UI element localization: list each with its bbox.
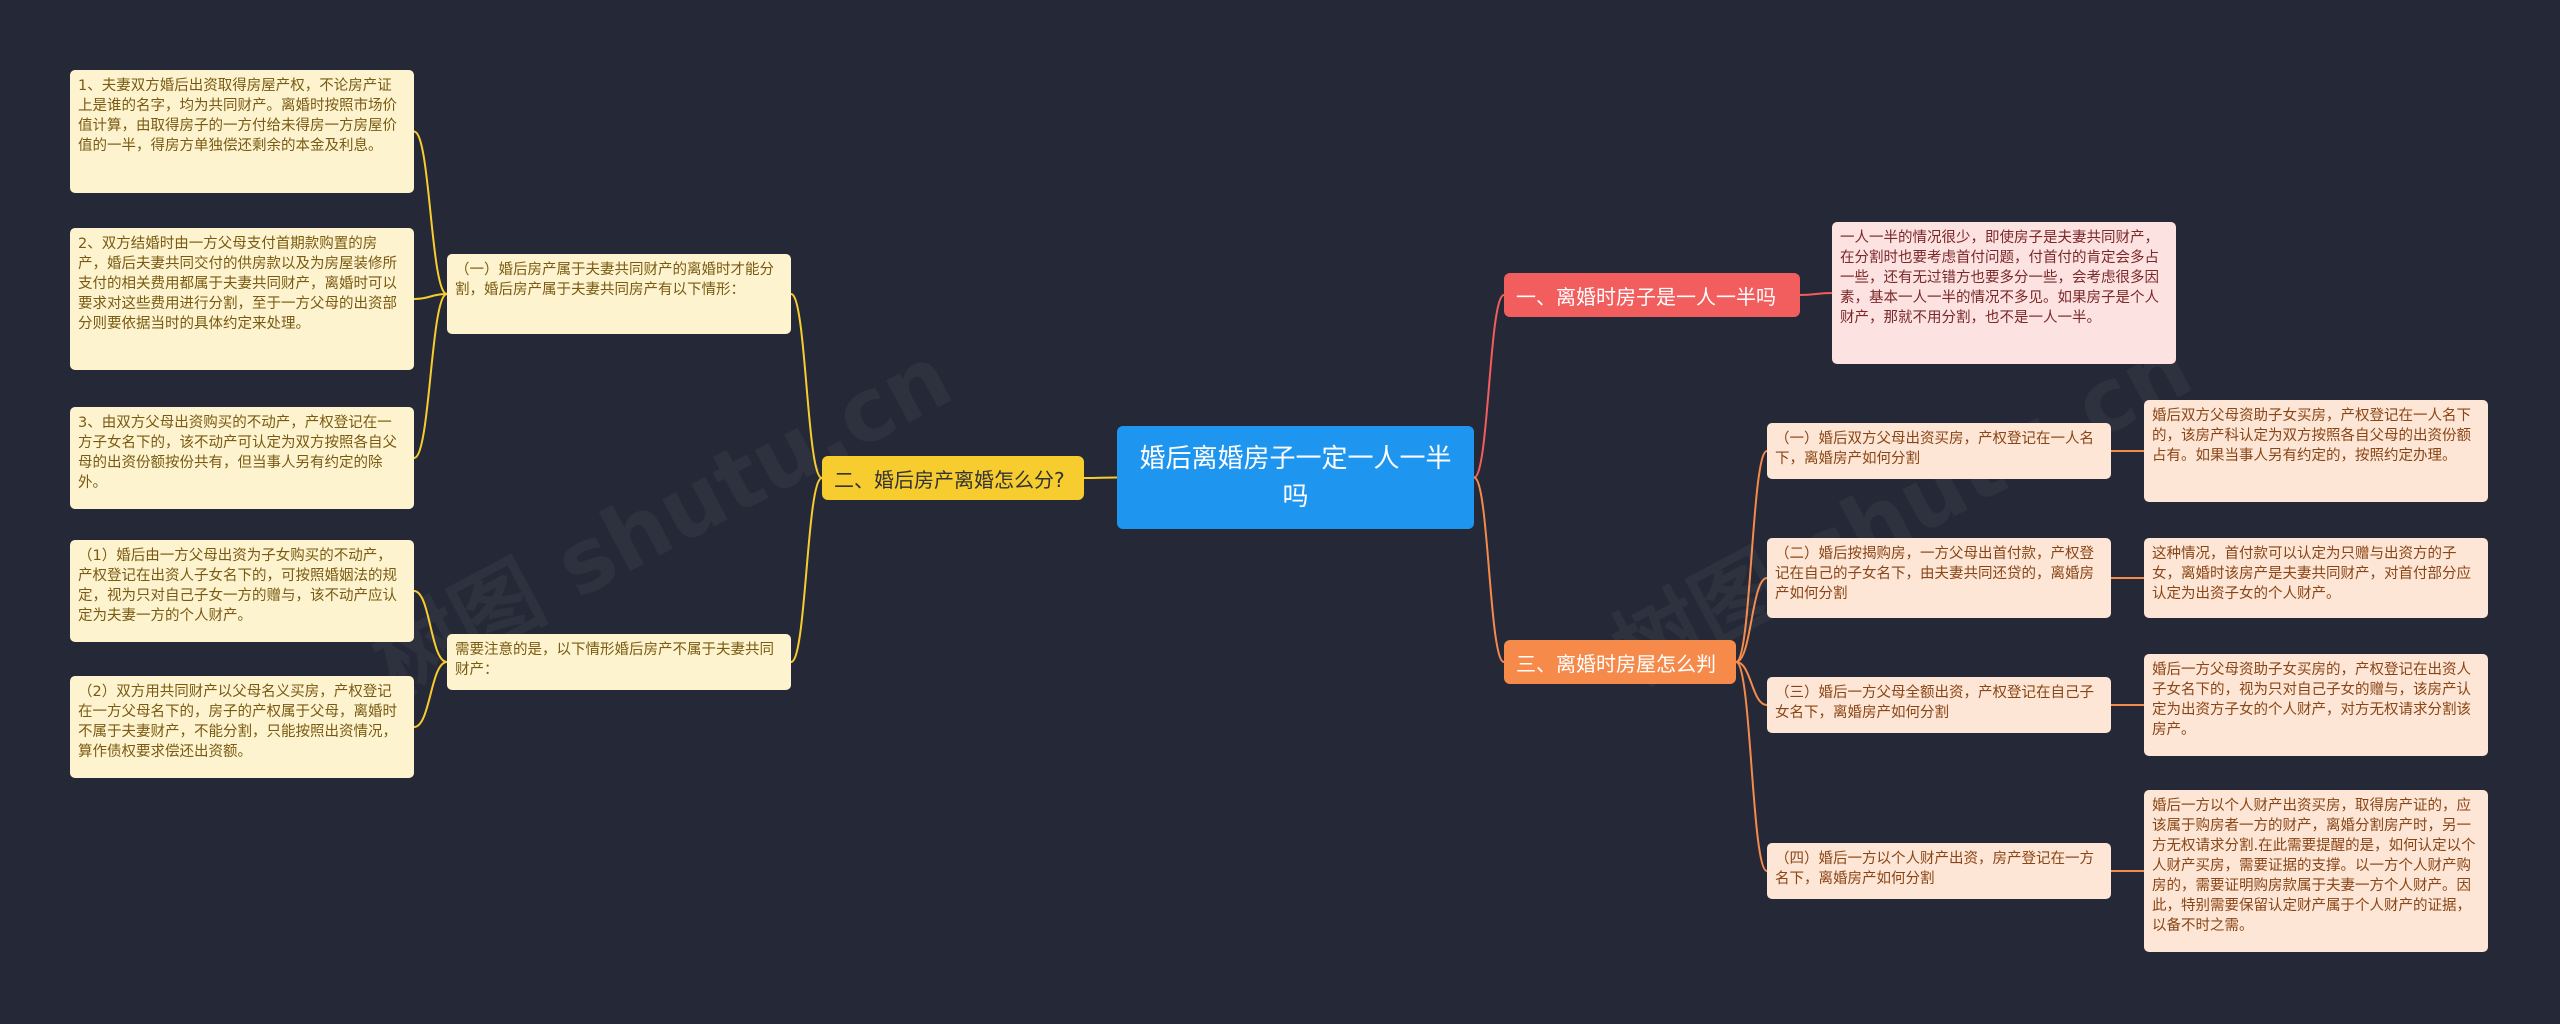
branch-3-question-3[interactable]: （三）婚后一方父母全额出资，产权登记在自己子女名下，离婚房产如何分割	[1767, 677, 2111, 733]
branch-2-sub-2-item-2[interactable]: （2）双方用共同财产以父母名义买房，产权登记在一方父母名下的，房子的产权属于父母…	[70, 676, 414, 778]
branch-3-question-2[interactable]: （二）婚后按揭购房，一方父母出首付款，产权登记在自己的子女名下，由夫妻共同还贷的…	[1767, 538, 2111, 618]
root-topic[interactable]: 婚后离婚房子一定一人一半吗	[1117, 426, 1474, 529]
connector-line	[1735, 450, 1768, 663]
connector-line	[1799, 292, 1833, 296]
connector-line	[413, 590, 448, 663]
branch-3-question-4[interactable]: （四）婚后一方以个人财产出资，房产登记在一方名下，离婚房产如何分割	[1767, 843, 2111, 899]
connector-line	[413, 293, 448, 300]
branch-3-answer-2[interactable]: 这种情况，首付款可以认定为只赠与出资方的子女，离婚时该房产是夫妻共同财产，对首付…	[2144, 538, 2488, 618]
branch-2-sub-1-item-2[interactable]: 2、双方结婚时由一方父母支付首期款购置的房产，婚后夫妻共同交付的供房款以及为房屋…	[70, 228, 414, 370]
connector-line	[413, 293, 448, 459]
branch-1-topic[interactable]: 一、离婚时房子是一人一半吗	[1504, 273, 1800, 317]
branch-2-sub-1[interactable]: （一）婚后房产属于夫妻共同财产的离婚时才能分割，婚后房产属于夫妻共同房产有以下情…	[447, 254, 791, 334]
connector-line	[790, 477, 823, 663]
branch-3-topic[interactable]: 三、离婚时房屋怎么判	[1504, 640, 1736, 684]
branch-2-sub-1-item-3[interactable]: 3、由双方父母出资购买的不动产，产权登记在一方子女名下的，该不动产可认定为双方按…	[70, 407, 414, 509]
connector-line	[1473, 294, 1505, 479]
connector-line	[413, 130, 448, 295]
branch-3-answer-4[interactable]: 婚后一方以个人财产出资买房，取得房产证的，应该属于购房者一方的财产，离婚分割房产…	[2144, 790, 2488, 952]
connector-line	[1735, 577, 1768, 663]
branch-2-topic[interactable]: 二、婚后房产离婚怎么分?	[822, 456, 1084, 500]
connector-line	[1735, 661, 1768, 872]
branch-3-answer-1[interactable]: 婚后双方父母资助子女买房，产权登记在一人名下的，该房产科认定为双方按照各自父母的…	[2144, 400, 2488, 502]
branch-2-sub-1-item-1[interactable]: 1、夫妻双方婚后出资取得房屋产权，不论房产证上是谁的名字，均为共同财产。离婚时按…	[70, 70, 414, 193]
branch-3-answer-3[interactable]: 婚后一方父母资助子女买房的，产权登记在出资人子女名下的，视为只对自己子女的赠与，…	[2144, 654, 2488, 756]
connector-line	[1083, 476, 1118, 479]
branch-3-question-1[interactable]: （一）婚后双方父母出资买房，产权登记在一人名下，离婚房产如何分割	[1767, 423, 2111, 479]
connector-line	[413, 661, 448, 728]
branch-2-sub-2-item-1[interactable]: （1）婚后由一方父母出资为子女购买的不动产，产权登记在出资人子女名下的，可按照婚…	[70, 540, 414, 642]
connector-line	[790, 293, 823, 479]
branch-2-sub-2[interactable]: 需要注意的是，以下情形婚后房产不属于夫妻共同财产：	[447, 634, 791, 690]
connector-line	[1473, 476, 1505, 663]
connector-line	[1735, 661, 1768, 706]
branch-1-detail[interactable]: 一人一半的情况很少，即使房子是夫妻共同财产，在分割时也要考虑首付问题，付首付的肯…	[1832, 222, 2176, 364]
